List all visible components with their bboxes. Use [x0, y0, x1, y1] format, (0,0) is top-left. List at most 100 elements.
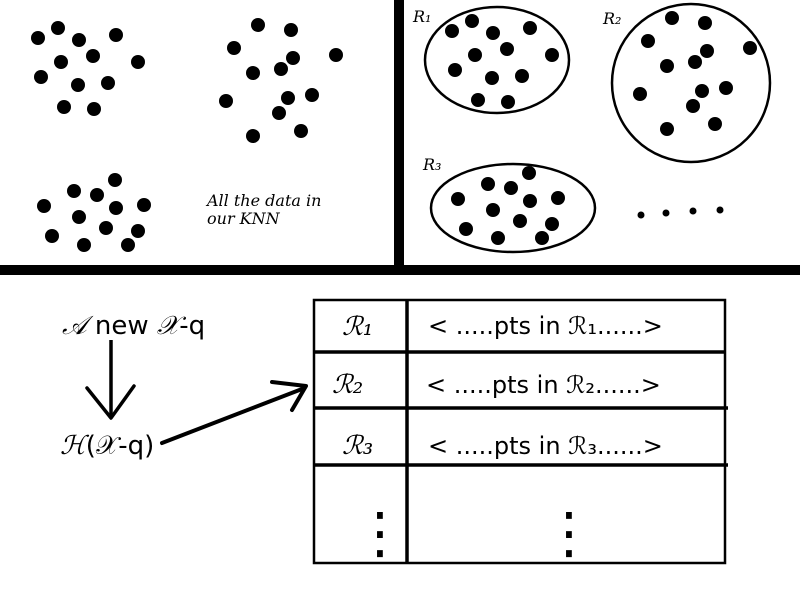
data-point [109, 201, 123, 215]
region-2-label: R₂ [602, 9, 621, 28]
data-point [719, 81, 733, 95]
table-row: ℛ₃ < .....pts in ℛ₃......> [342, 431, 663, 461]
table-value: < .....pts in ℛ₃......> [428, 432, 663, 460]
data-point [641, 34, 655, 48]
data-point [274, 62, 288, 76]
key-continuation-dots: ⋮ [352, 501, 408, 566]
data-point [451, 192, 465, 206]
query-suffix: -q [179, 311, 205, 341]
data-caption-line-2: our KNN [207, 209, 281, 228]
data-point [90, 188, 104, 202]
data-point [523, 194, 537, 208]
data-caption-line-1: All the data in [205, 191, 321, 210]
data-point [72, 33, 86, 47]
data-point [246, 66, 260, 80]
lookup-arrow-shaft [160, 387, 304, 445]
ellipsis-dot [637, 211, 645, 219]
data-point [486, 203, 500, 217]
value-continuation-dots: ⋮ [541, 501, 597, 566]
data-point [54, 55, 68, 69]
data-point [491, 231, 505, 245]
data-point [468, 48, 482, 62]
table-row: ℛ₂ < .....pts in ℛ₂......> [332, 370, 661, 400]
data-point [665, 11, 679, 25]
data-point [695, 84, 709, 98]
region-3-label: R₃ [422, 155, 441, 174]
data-point [515, 69, 529, 83]
data-point [513, 214, 527, 228]
data-point [45, 229, 59, 243]
data-point [131, 55, 145, 69]
raw-cluster-3 [37, 173, 151, 252]
data-point [660, 122, 674, 136]
regions-panel: R₁ R₂ [412, 2, 772, 254]
data-point [445, 24, 459, 38]
data-point [71, 78, 85, 92]
data-point [633, 87, 647, 101]
raw-data-panel: All the data in our KNN [31, 18, 343, 252]
table-key: ℛ₃ [342, 431, 373, 461]
data-point [688, 55, 702, 69]
table-border [312, 298, 727, 565]
region-2-boundary [610, 2, 772, 164]
data-point [77, 238, 91, 252]
data-point [465, 14, 479, 28]
data-point [109, 28, 123, 42]
raw-cluster-2 [219, 18, 343, 143]
ellipsis-dot [662, 209, 670, 217]
data-point [522, 166, 536, 180]
data-point [708, 117, 722, 131]
ellipsis-dot [689, 207, 697, 215]
data-point [286, 51, 300, 65]
data-point [101, 76, 115, 90]
region-3-boundary [429, 162, 597, 254]
down-arrow-head [85, 384, 136, 420]
hash-table: ℛ₁ < .....pts in ℛ₁......> ℛ₂ < .....pts… [312, 298, 728, 566]
data-point [305, 88, 319, 102]
data-point [471, 93, 485, 107]
data-point [272, 106, 286, 120]
data-point [743, 41, 757, 55]
lookup-arrow-head [270, 380, 308, 412]
data-point [700, 44, 714, 58]
data-point [51, 21, 65, 35]
query-new-text: new [87, 311, 157, 341]
data-point [284, 23, 298, 37]
table-value: < .....pts in ℛ₂......> [426, 371, 661, 399]
raw-cluster-1 [31, 21, 145, 116]
data-point [698, 16, 712, 30]
data-point [485, 71, 499, 85]
table-key: ℛ₂ [332, 370, 363, 400]
table-value: < .....pts in ℛ₁......> [428, 312, 663, 340]
hash-label: ℋ(𝒳-q) [60, 431, 154, 461]
data-point [227, 41, 241, 55]
data-point [87, 102, 101, 116]
data-point [545, 217, 559, 231]
data-point [86, 49, 100, 63]
data-point [448, 63, 462, 77]
table-continuation: ⋮ ⋮ [352, 501, 597, 566]
data-point [251, 18, 265, 32]
data-point [67, 184, 81, 198]
data-point [131, 224, 145, 238]
query-label: 𝒜 new 𝒳-q [62, 311, 205, 341]
region-2: R₂ [602, 2, 772, 164]
table-row: ℛ₁ < .....pts in ℛ₁......> [342, 312, 663, 342]
data-point [34, 70, 48, 84]
data-point [500, 42, 514, 56]
data-point [72, 210, 86, 224]
data-point [31, 31, 45, 45]
data-point [281, 91, 295, 105]
data-point [660, 59, 674, 73]
data-point [294, 124, 308, 138]
data-point [459, 222, 473, 236]
hash-args: (𝒳-q) [86, 431, 155, 461]
hash-script-h: ℋ [60, 431, 90, 461]
ellipsis-dot [716, 206, 724, 214]
region-1: R₁ [412, 5, 571, 115]
data-point [37, 199, 51, 213]
data-point [501, 95, 515, 109]
data-point [57, 100, 71, 114]
data-point [137, 198, 151, 212]
